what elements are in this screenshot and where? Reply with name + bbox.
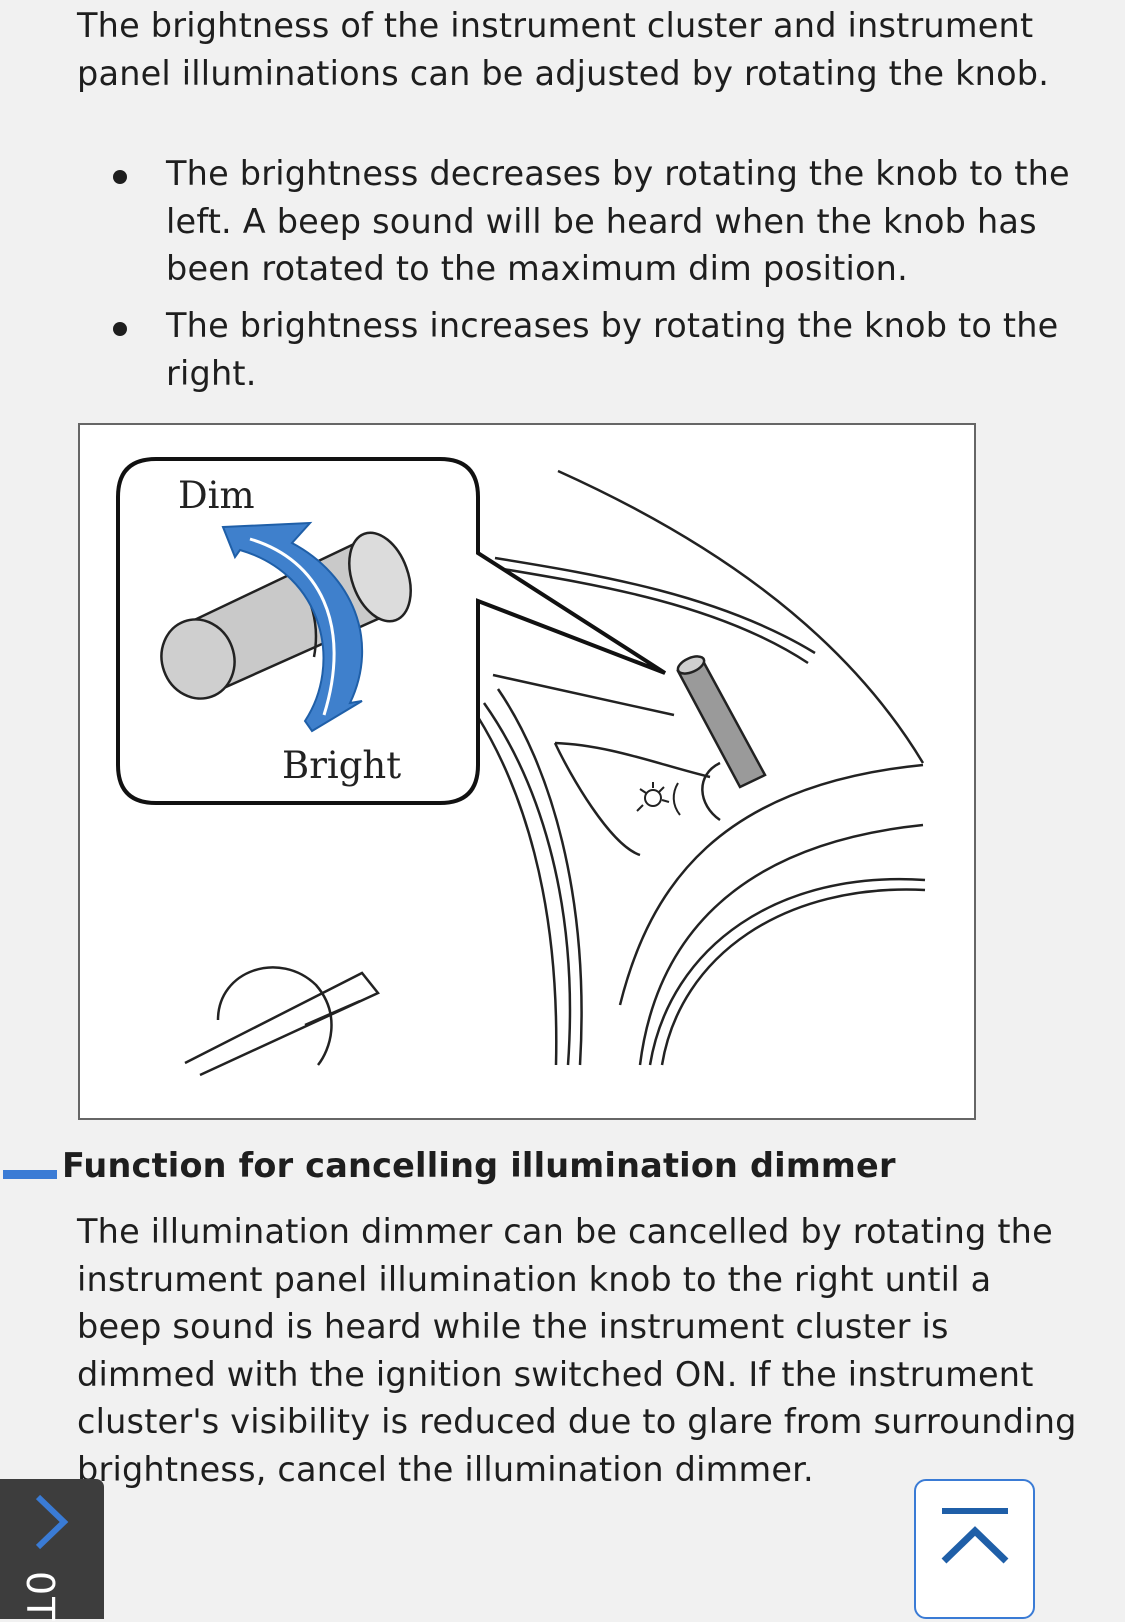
section-marker-icon [3,1170,57,1179]
bullet-text: The brightness increases by rotating the… [166,306,1059,393]
knob-illustration-drawing [116,457,926,1077]
bullet-dot-icon [113,322,127,336]
intro-paragraph: The brightness of the instrument cluster… [77,6,1050,93]
bullet-dot-icon [113,170,127,184]
bullet-text: The brightness decreases by rotating the… [166,154,1070,288]
bright-label: Bright [282,744,402,787]
dimmer-knob-illustration: Dim Bright [78,423,976,1120]
scroll-to-top-button[interactable] [914,1479,1035,1619]
dim-label: Dim [178,474,255,517]
scroll-to-top-icon [941,1508,1009,1564]
section-heading: Function for cancelling illumination dim… [62,1146,896,1185]
side-tab-label: 0T [18,1571,62,1622]
side-navigation-tab[interactable]: 0T [0,1479,104,1622]
chevron-right-icon [35,1494,69,1550]
section-paragraph: The illumination dimmer can be cancelled… [77,1212,1077,1489]
